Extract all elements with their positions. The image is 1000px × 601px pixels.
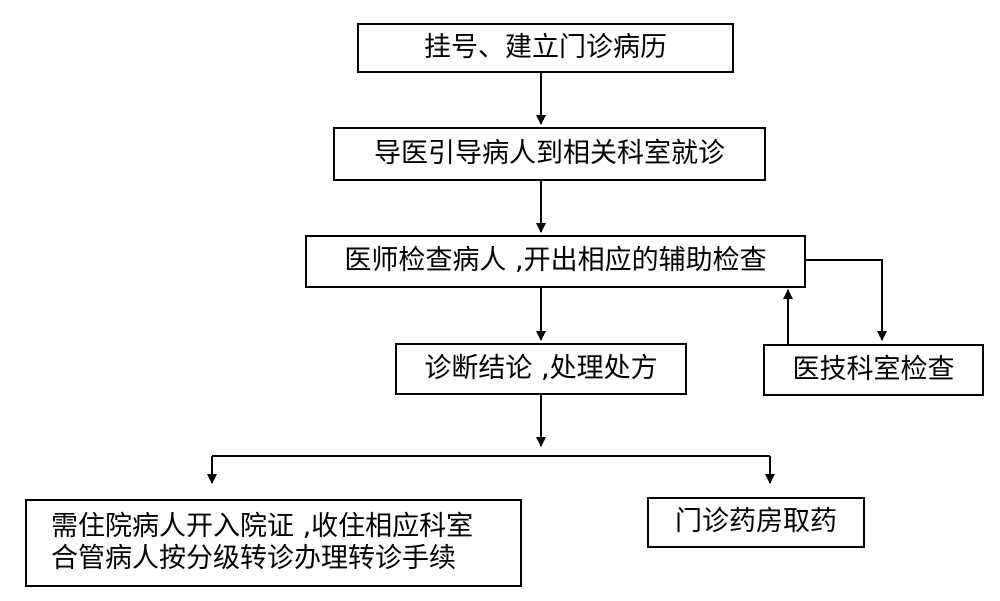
step-register-label: 挂号、建立门诊病历 bbox=[424, 31, 667, 63]
step-tech-exam-label: 医技科室检查 bbox=[792, 353, 955, 385]
step-pharmacy-label: 门诊药房取药 bbox=[675, 506, 837, 538]
step-admission-box: 需住院病人开入院证 ,收住相应科室 合管病人按分级转诊办理转诊手续 bbox=[25, 499, 522, 587]
step-doctor-exam-label: 医师检查病人 ,开出相应的辅助检查 bbox=[344, 245, 767, 277]
step-diagnosis-label: 诊断结论 ,处理处方 bbox=[424, 352, 658, 384]
step-guide-label: 导医引导病人到相关科室就诊 bbox=[374, 137, 725, 169]
step-diagnosis-box: 诊断结论 ,处理处方 bbox=[395, 343, 687, 395]
arrow-doctor-exam-to-tech-exam bbox=[806, 259, 887, 341]
step-pharmacy-box: 门诊药房取药 bbox=[647, 497, 865, 548]
step-register-box: 挂号、建立门诊病历 bbox=[357, 23, 734, 73]
step-admission-line2: 合管病人按分级转诊办理转诊手续 bbox=[51, 543, 456, 574]
step-tech-exam-box: 医技科室检查 bbox=[763, 344, 984, 396]
step-doctor-exam-box: 医师检查病人 ,开出相应的辅助检查 bbox=[305, 235, 806, 288]
step-guide-box: 导医引导病人到相关科室就诊 bbox=[333, 127, 766, 181]
step-admission-line1: 需住院病人开入院证 ,收住相应科室 bbox=[51, 510, 474, 542]
